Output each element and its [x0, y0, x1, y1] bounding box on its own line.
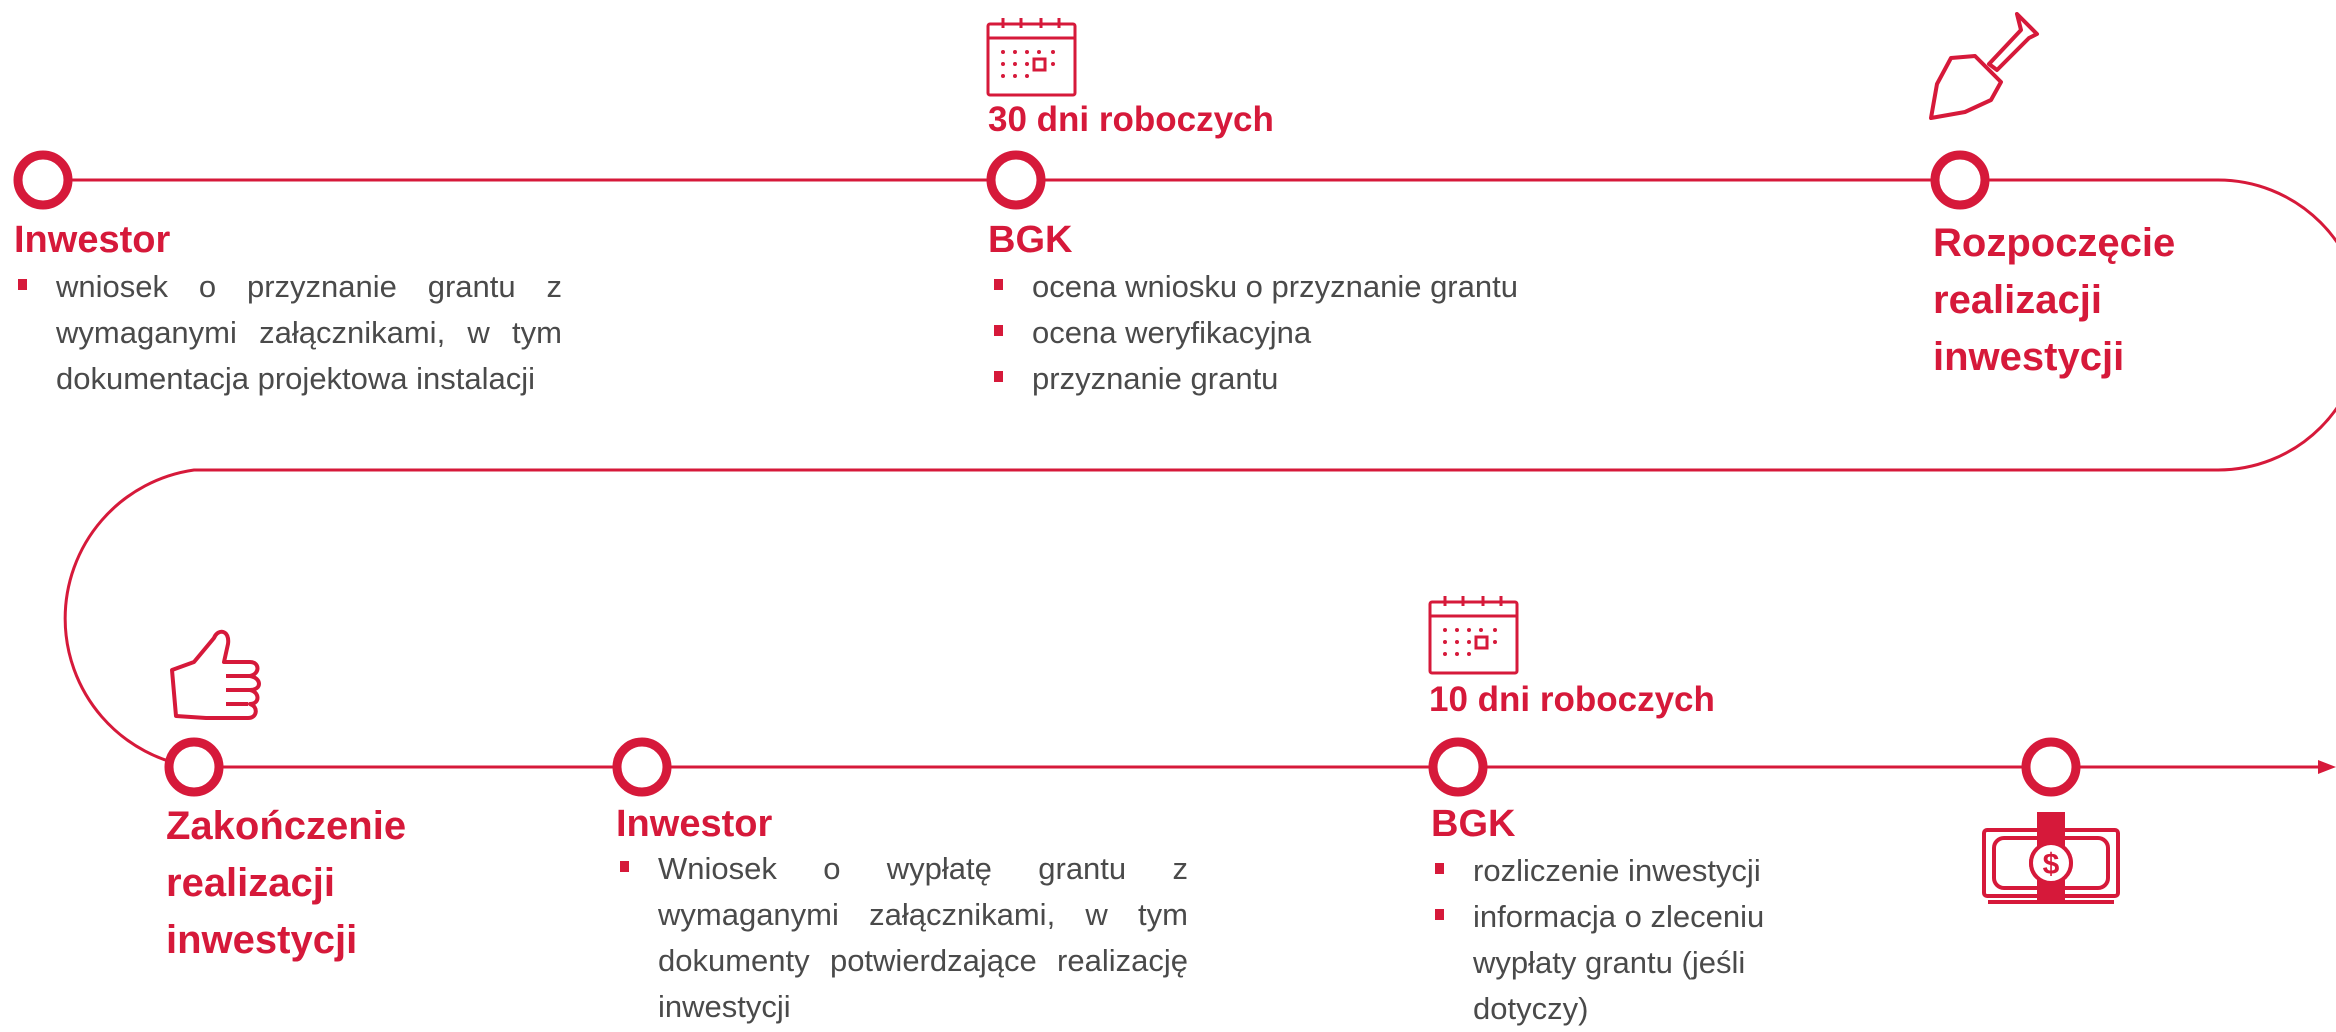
step4-title: Zakończenie realizacji inwestycji	[166, 798, 406, 969]
svg-text:$: $	[2043, 848, 2060, 881]
step6-title: BGK	[1431, 803, 1516, 845]
step3-title: Rozpoczęcie realizacji inwestycji	[1933, 215, 2175, 386]
step2-list: ocena wniosku o przyznanie grantu ocena …	[990, 264, 1630, 402]
step3-title-line2: realizacji	[1933, 278, 2103, 322]
list-item: ocena wniosku o przyznanie grantu	[990, 264, 1630, 310]
step4-title-line3: inwestycji	[166, 918, 358, 962]
list-item: przyznanie grantu	[990, 356, 1630, 402]
list-item: wniosek o przyznanie grantu z wymaganymi…	[14, 264, 562, 402]
step6-duration: 10 dni roboczych	[1429, 680, 1715, 719]
step3-title-line1: Rozpoczęcie	[1933, 221, 2176, 265]
list-item: Wniosek o wypłatę grantu z wymaganymi za…	[616, 846, 1188, 1030]
step4-title-line2: realizacji	[166, 861, 336, 905]
step1-list: wniosek o przyznanie grantu z wymaganymi…	[14, 264, 562, 402]
thumbs-up-icon	[170, 629, 261, 720]
money-icon: $	[1982, 812, 2120, 904]
milestone-2	[986, 150, 1046, 210]
milestone-4	[164, 737, 224, 797]
list-item: ocena weryfikacyjna	[990, 310, 1630, 356]
list-item: informacja o zleceniu wypłaty grantu (je…	[1431, 894, 1811, 1032]
step2-duration: 30 dni roboczych	[988, 100, 1274, 139]
step1-title: Inwestor	[14, 219, 171, 261]
list-item: rozliczenie inwestycji	[1431, 848, 1811, 894]
milestone-6	[1428, 737, 1488, 797]
step2-title: BGK	[988, 219, 1073, 261]
milestone-3	[1930, 150, 1990, 210]
step3-title-line3: inwestycji	[1933, 335, 2125, 379]
milestone-7	[2021, 737, 2081, 797]
milestone-5	[612, 737, 672, 797]
step6-list: rozliczenie inwestycji informacja o zlec…	[1431, 848, 1811, 1032]
milestone-1	[13, 150, 73, 210]
shovel-icon	[1929, 12, 2039, 120]
calendar-icon	[1428, 596, 1519, 675]
calendar-icon	[986, 18, 1077, 97]
step5-list: Wniosek o wypłatę grantu z wymaganymi za…	[616, 846, 1188, 1030]
step4-title-line1: Zakończenie	[166, 804, 407, 848]
step5-title: Inwestor	[616, 803, 773, 845]
